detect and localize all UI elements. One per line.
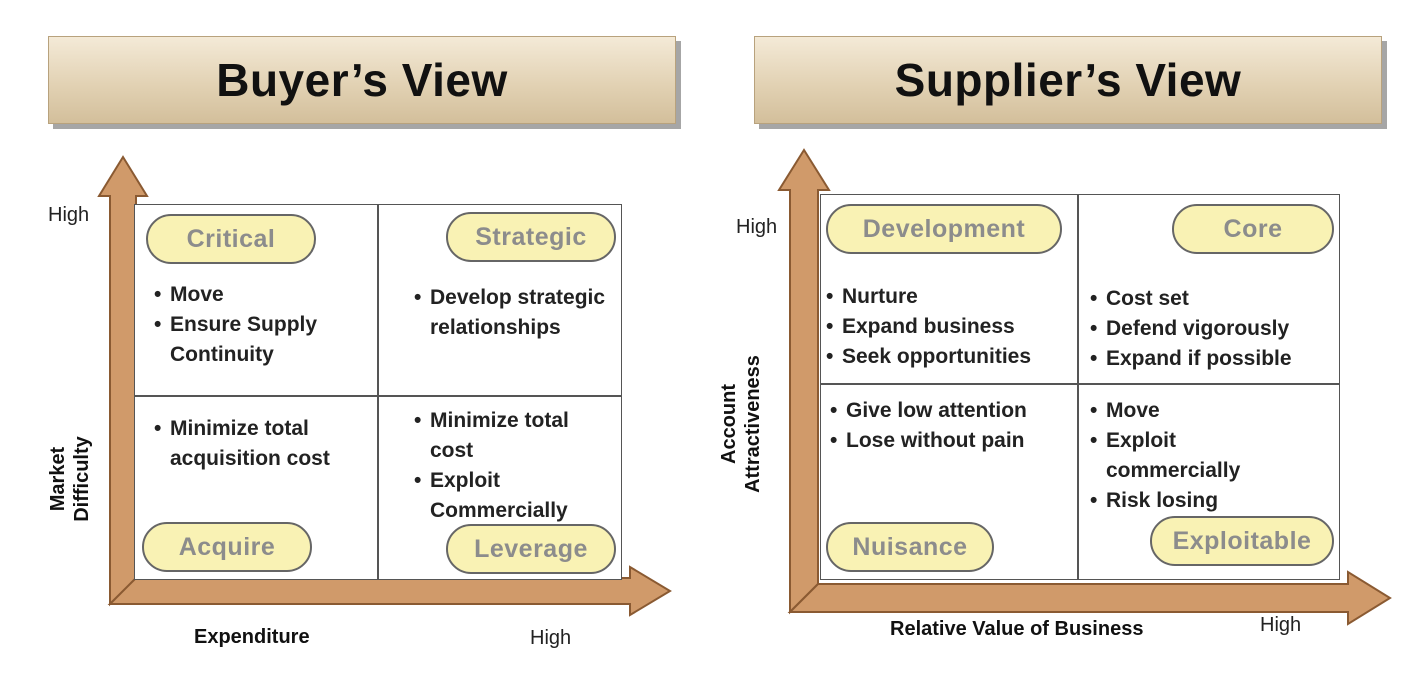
- list-item: Minimize total cost: [414, 406, 614, 466]
- buyer-view-title: Buyer’s View: [216, 54, 508, 106]
- supplier-y-axis-arrow-shape: [777, 148, 831, 615]
- buyer-matrix-horizontal-divider: [135, 395, 621, 397]
- buyer-y-axis-label-line1: Market: [47, 446, 69, 512]
- buyer-view-title-box: Buyer’s View: [48, 36, 676, 124]
- supplier-view-title-box: Supplier’s View: [754, 36, 1382, 124]
- quadrant-label-critical: Critical: [146, 214, 316, 264]
- list-item: Lose without pain: [830, 426, 1076, 456]
- supplier-core-bullets: Cost set Defend vigorously Expand if pos…: [1090, 284, 1336, 374]
- list-item: Ensure Supply Continuity: [154, 310, 364, 370]
- list-item: Expand business: [826, 312, 1076, 342]
- quadrant-label-development: Development: [826, 204, 1062, 254]
- supplier-exploitable-bullets: Move Exploit commercially Risk losing: [1090, 396, 1290, 516]
- list-item: Cost set: [1090, 284, 1336, 314]
- supplier-axes-arrows: [777, 148, 1392, 626]
- list-item: Exploit commercially: [1090, 426, 1290, 486]
- buyer-leverage-bullets: Minimize total cost Exploit Commercially: [414, 406, 614, 526]
- buyer-x-axis-label: Expenditure: [194, 626, 310, 648]
- list-item: Nurture: [826, 282, 1076, 312]
- quadrant-label-strategic: Strategic: [446, 212, 616, 262]
- buyer-matrix-vertical-divider: [377, 205, 379, 579]
- quadrant-label-leverage: Leverage: [446, 524, 616, 574]
- supplier-x-axis-label: Relative Value of Business: [890, 618, 1144, 640]
- list-item: Expand if possible: [1090, 344, 1336, 374]
- quadrant-label-acquire: Acquire: [142, 522, 312, 572]
- buyer-acquire-bullets: Minimize total acquisition cost: [154, 414, 370, 474]
- buyer-y-high-label: High: [48, 204, 90, 226]
- list-item: Seek opportunities: [826, 342, 1076, 372]
- supplier-view-panel: Supplier’s View Development Core Nuisanc…: [708, 0, 1416, 700]
- quadrant-label-nuisance: Nuisance: [826, 522, 994, 572]
- list-item: Minimize total acquisition cost: [154, 414, 370, 474]
- list-item: Give low attention: [830, 396, 1076, 426]
- supplier-y-axis-label-line1: Account: [718, 384, 740, 464]
- list-item: Move: [154, 280, 364, 310]
- list-item: Move: [1090, 396, 1290, 426]
- list-item: Risk losing: [1090, 486, 1290, 516]
- supplier-development-bullets: Nurture Expand business Seek opportuniti…: [826, 282, 1076, 372]
- quadrant-label-exploitable: Exploitable: [1150, 516, 1334, 566]
- supplier-matrix-horizontal-divider: [821, 383, 1339, 385]
- list-item: Develop strategic relationships: [414, 283, 614, 343]
- supplier-nuisance-bullets: Give low attention Lose without pain: [830, 396, 1076, 456]
- list-item: Defend vigorously: [1090, 314, 1336, 344]
- buyer-view-panel: Buyer’s View Critical Strategic Acquire …: [0, 0, 708, 700]
- supplier-matrix-vertical-divider: [1077, 195, 1079, 579]
- buyer-strategic-bullets: Develop strategic relationships: [414, 283, 614, 343]
- supplier-view-title: Supplier’s View: [894, 54, 1242, 106]
- supplier-y-high-label: High: [736, 216, 778, 238]
- supplier-y-axis-label-line2: Attractiveness: [742, 355, 764, 493]
- buyer-x-high-label: High: [530, 627, 572, 649]
- supplier-x-axis-arrow-shape: [787, 570, 1392, 626]
- quadrant-label-core: Core: [1172, 204, 1334, 254]
- supplier-y-axis-label: Account Attractiveness: [717, 349, 765, 499]
- buyer-y-axis-label: Market Difficulty: [46, 409, 94, 549]
- buyer-y-axis-label-line2: Difficulty: [71, 436, 93, 522]
- supplier-x-high-label: High: [1260, 614, 1302, 636]
- buyer-critical-bullets: Move Ensure Supply Continuity: [154, 280, 364, 370]
- list-item: Exploit Commercially: [414, 466, 614, 526]
